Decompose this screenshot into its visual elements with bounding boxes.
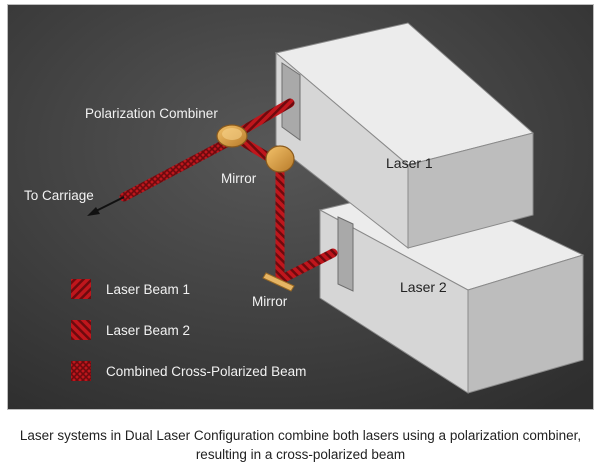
legend-item-combined-beam: Combined Cross-Polarized Beam: [71, 361, 306, 381]
laser-1-label: Laser 1: [386, 155, 433, 171]
caption-line-2: resulting in a cross-polarized beam: [195, 447, 406, 462]
legend-label-combined: Combined Cross-Polarized Beam: [106, 364, 306, 379]
caption-line-1: Laser systems in Dual Laser Configuratio…: [19, 428, 582, 443]
laser-beam-1: [235, 98, 295, 137]
to-carriage-arrow: [87, 196, 125, 216]
figure-caption: Laser systems in Dual Laser Configuratio…: [0, 426, 601, 464]
laser-2-aperture: [337, 216, 354, 292]
legend-label-beam-1: Laser Beam 1: [106, 282, 190, 297]
mirror-bottom-optic: [262, 272, 295, 292]
to-carriage-label: To Carriage: [24, 188, 94, 203]
legend-label-beam-2: Laser Beam 2: [106, 323, 190, 338]
laser-beam-2-segment-1: [277, 248, 338, 284]
legend: Laser Beam 1 Laser Beam 2 Combined Cross…: [71, 279, 306, 381]
mirror-bottom-label: Mirror: [252, 294, 288, 309]
legend-swatch-combined: [71, 361, 91, 381]
combined-beam: [119, 136, 235, 202]
mirror-top-optic: [265, 145, 295, 173]
legend-swatch-beam-1: [71, 279, 91, 299]
laser-2-label: Laser 2: [400, 279, 447, 295]
legend-swatch-beam-2: [71, 320, 91, 340]
mirror-top-label: Mirror: [221, 171, 257, 186]
laser-1-box: Laser 1: [274, 22, 535, 250]
polarization-combiner-label: Polarization Combiner: [85, 106, 218, 121]
legend-item-laser-beam-1: Laser Beam 1: [71, 279, 190, 299]
laser-configuration-diagram: Laser 2 Laser 1 Polarization Combiner Mi…: [7, 4, 594, 410]
polarization-combiner-optic: [216, 124, 248, 148]
legend-item-laser-beam-2: Laser Beam 2: [71, 320, 190, 340]
